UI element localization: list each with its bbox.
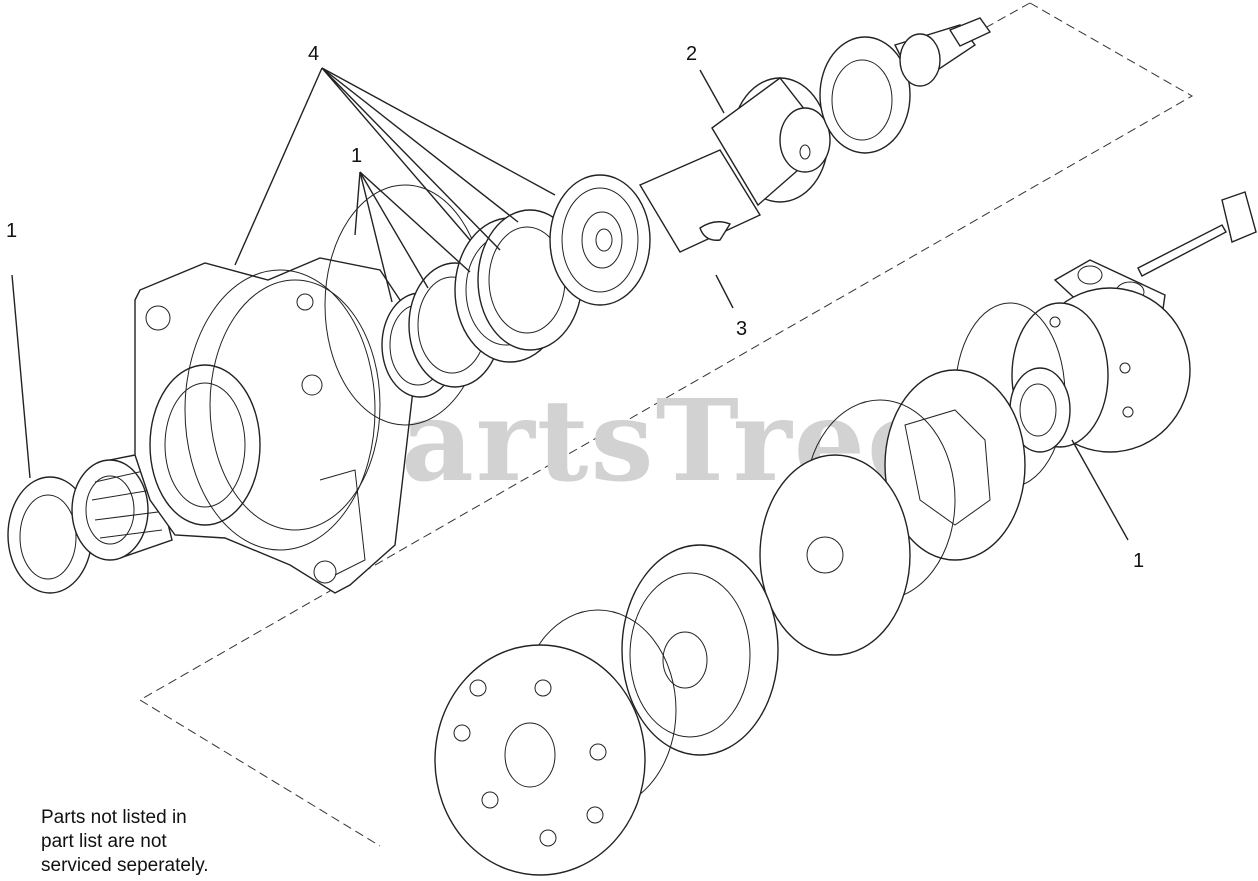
leader-1-right — [1071, 439, 1129, 541]
callout-1-center: 1 — [351, 145, 362, 167]
leader-1-left — [11, 274, 31, 479]
wear-plate — [434, 644, 646, 876]
service-note-line: part list are not — [41, 831, 167, 852]
callout-3: 3 — [736, 318, 747, 340]
callout-1-left: 1 — [6, 220, 17, 242]
gerotor — [621, 544, 779, 756]
callout-4: 4 — [308, 43, 319, 65]
callout-1-right: 1 — [1133, 550, 1144, 572]
service-note: Parts not listed in part list are not se… — [41, 806, 301, 878]
service-note-line: Parts not listed in — [41, 807, 187, 828]
thrust-bearing — [549, 174, 651, 306]
manifold-plate — [759, 399, 956, 656]
service-note-line: serviced seperately. — [41, 855, 209, 876]
woodruff-key — [699, 221, 732, 241]
leaders-4 — [234, 67, 556, 266]
leader-2 — [699, 69, 725, 114]
assembly-outline-dashed — [139, 2, 1194, 847]
leader-3 — [715, 274, 734, 309]
leaders-1-center — [354, 171, 471, 303]
spline-gear — [819, 17, 992, 154]
callout-2: 2 — [686, 43, 697, 65]
bolt — [1137, 191, 1257, 277]
valve-plate — [884, 369, 1026, 561]
seal-ring-left — [7, 476, 93, 594]
drive-shaft — [638, 77, 831, 253]
motor-housing — [134, 257, 421, 594]
assembly-outline-top — [984, 2, 1031, 29]
